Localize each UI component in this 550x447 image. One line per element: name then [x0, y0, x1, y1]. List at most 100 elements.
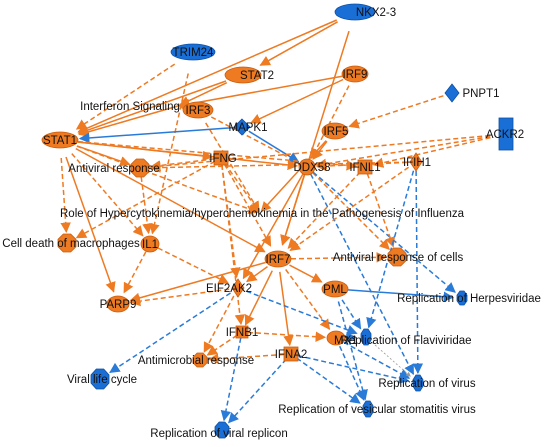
edge-stat1-to-parp9 — [65, 156, 116, 293]
node-antiviralcells[interactable] — [387, 247, 407, 267]
node-irf9[interactable] — [341, 65, 369, 83]
edge-ifnsig-to-stat1 — [78, 105, 179, 137]
edge-pml-to-repvsv — [337, 301, 368, 401]
node-ddx58[interactable] — [298, 158, 316, 176]
node-ackr2[interactable] — [498, 117, 514, 151]
node-pnpt1[interactable] — [444, 83, 460, 103]
node-rephsv[interactable] — [456, 290, 468, 306]
edge-mx1-to-repvsv — [339, 345, 365, 401]
label-ifng: IFNG — [209, 153, 237, 165]
node-mapk1[interactable] — [233, 118, 251, 136]
node-il1[interactable] — [140, 235, 160, 253]
edge-mapk1-to-stat1 — [78, 126, 235, 144]
edge-ifna2-to-antimicrobial — [207, 353, 285, 365]
node-virallife[interactable] — [90, 368, 110, 390]
label-pml: PML — [323, 284, 347, 296]
node-celldeath[interactable] — [57, 233, 77, 253]
edge-mapk1-to-ddx58 — [248, 130, 300, 163]
edge-ifng-to-ifnb1 — [221, 164, 246, 326]
label-ifnl1: IFNL1 — [349, 162, 380, 174]
edge-ackr2-to-ifnl1 — [372, 136, 491, 168]
edge-irf5-to-hypercyto — [260, 140, 327, 213]
label-antimicrobial: Antimicrobial response — [138, 355, 254, 367]
node-pml[interactable] — [321, 280, 349, 298]
edge-irf3-to-hypercyto — [205, 122, 260, 213]
label-irf9: IRF9 — [343, 69, 368, 81]
label-celldeath: Cell death of macrophages — [2, 238, 140, 250]
node-parp9[interactable] — [106, 295, 130, 313]
node-antimicrobial[interactable] — [192, 352, 208, 368]
edge-eif2ak2-to-antimicrobial — [203, 295, 235, 353]
node-ifng[interactable] — [213, 150, 229, 166]
node-stat2[interactable] — [224, 66, 262, 84]
edge-ifnb1-to-mx1 — [247, 331, 327, 342]
edge-irf7-to-ifna2 — [279, 271, 294, 347]
edge-irf7-to-mx1 — [285, 269, 331, 330]
edge-pnpt1-to-irf5 — [348, 95, 444, 129]
edge-stat1-to-il1 — [71, 153, 144, 237]
edge-mx1-to-repvirus — [343, 341, 411, 379]
node-eif2ak2[interactable] — [231, 278, 245, 298]
label-repvsv: Replication of vesicular stomatitis viru… — [278, 404, 476, 416]
label-irf5: IRF5 — [324, 126, 349, 138]
node-irf3[interactable] — [182, 101, 214, 119]
edge-ddx58-to-antiviralcells — [312, 172, 390, 250]
edge-ifih1-to-irf7 — [289, 166, 410, 252]
edge-ddx58-to-rephsv — [312, 171, 456, 293]
node-ifih1[interactable] — [409, 152, 423, 172]
edge-stat1-to-ddx58 — [77, 141, 299, 171]
label-ifna2: IFNA2 — [275, 349, 308, 361]
edge-ddx58-to-eif2ak2 — [242, 173, 304, 280]
edge-irf9-to-ifnsig — [178, 75, 343, 110]
edge-antiviral-to-il1 — [140, 176, 153, 235]
label-ifnb1: IFNB1 — [226, 327, 259, 339]
node-ifna2[interactable] — [283, 346, 299, 362]
edge-pml-to-repflavi — [341, 299, 362, 330]
node-repvirus[interactable] — [412, 374, 424, 392]
label-virallife: Viral life cycle — [67, 374, 137, 386]
label-trim24: TRIM24 — [173, 47, 215, 59]
edge-ifnb1-to-antimicrobial — [206, 334, 238, 356]
edge-irf9-to-ddx58 — [310, 85, 350, 160]
edge-stat1-to-irf7 — [75, 147, 266, 253]
node-mx1[interactable] — [326, 330, 346, 346]
edge-irf7-to-ifnb1 — [244, 270, 273, 326]
edge-eif2ak2-to-repflavi — [246, 290, 358, 335]
edge-ifih1-to-ddx58 — [315, 160, 408, 172]
edge-ddx58-to-irf7 — [280, 174, 306, 246]
edge-layer — [60, 19, 491, 424]
node-stat1[interactable] — [41, 131, 79, 149]
node-shape-layer — [41, 3, 514, 439]
edge-ackr2-to-ddx58 — [315, 135, 491, 170]
edge-ifng-to-celldeath — [75, 160, 216, 239]
edge-ifih1-to-repvirus — [412, 170, 424, 375]
edge-repflavi-to-repvirus — [371, 342, 411, 377]
node-ifnl1[interactable] — [357, 159, 373, 175]
node-irf7[interactable] — [264, 250, 292, 268]
label-ddx58: DDX58 — [293, 162, 330, 174]
label-ifnsig: Interferon Signaling — [80, 101, 180, 113]
edge-nkx23-to-stat2 — [259, 21, 338, 66]
node-repviral[interactable] — [214, 421, 230, 439]
node-ifnb1[interactable] — [235, 325, 249, 339]
node-antiviral[interactable] — [130, 158, 150, 178]
node-repflavi[interactable] — [360, 328, 372, 346]
edge-ifnl1-to-irf7 — [287, 171, 361, 249]
edge-il1-to-eif2ak2 — [157, 247, 230, 284]
edge-stat1-to-celldeath — [60, 157, 71, 234]
edge-ifng-to-hypercyto — [224, 163, 260, 213]
edge-irf7-to-parp9 — [129, 261, 266, 303]
edge-irf7-to-pml — [289, 264, 323, 283]
node-nkx23[interactable] — [334, 3, 376, 21]
edge-irf9-to-mapk1 — [250, 78, 344, 124]
node-trim24[interactable] — [170, 43, 216, 61]
label-repviral: Replication of viral replicon — [150, 428, 287, 440]
node-repvsv[interactable] — [362, 400, 374, 418]
label-parp9: PARP9 — [100, 299, 137, 311]
label-stat1: STAT1 — [43, 135, 77, 147]
edge-ifih1-to-repflavi — [366, 170, 415, 329]
node-irf5[interactable] — [321, 122, 349, 140]
